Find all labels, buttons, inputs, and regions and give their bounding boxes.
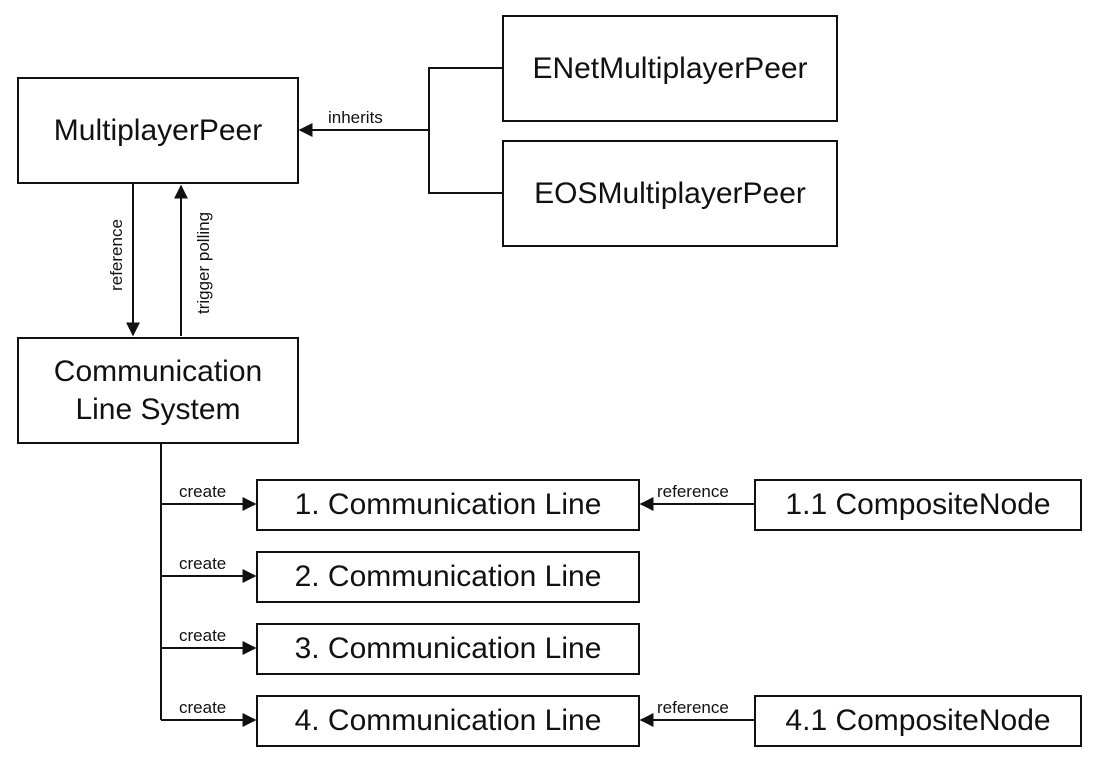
reference-label-1: reference <box>657 482 729 502</box>
enet-multiplayer-peer-node: ENetMultiplayerPeer <box>502 15 838 122</box>
communication-line-3-label: 3. Communication Line <box>294 632 602 665</box>
communication-line-system-label-2: Line System <box>75 392 241 426</box>
communication-line-2-label: 2. Communication Line <box>294 560 602 593</box>
composite-node-1-1-label: 1.1 CompositeNode <box>785 488 1051 521</box>
composite-node-4-1: 4.1 CompositeNode <box>754 695 1082 747</box>
trigger-polling-label: trigger polling <box>194 211 213 315</box>
communication-line-system-label-1: Communication <box>53 354 263 388</box>
reference-label-4: reference <box>657 698 729 718</box>
create-label-2: create <box>179 554 227 574</box>
composite-node-4-1-label: 4.1 CompositeNode <box>785 704 1051 737</box>
communication-line-1-node: 1. Communication Line <box>256 479 640 531</box>
multiplayer-peer-node: MultiplayerPeer <box>17 77 299 184</box>
enet-multiplayer-peer-label: ENetMultiplayerPeer <box>532 51 808 85</box>
communication-line-3-node: 3. Communication Line <box>256 623 640 675</box>
composite-node-1-1: 1.1 CompositeNode <box>754 479 1082 531</box>
reference-down-label: reference <box>107 219 126 291</box>
inherits-connector <box>428 67 502 194</box>
communication-line-4-label: 4. Communication Line <box>294 704 602 737</box>
eos-multiplayer-peer-label: EOSMultiplayerPeer <box>534 176 806 210</box>
multiplayer-peer-label: MultiplayerPeer <box>53 113 263 147</box>
create-label-4: create <box>179 698 227 718</box>
create-label-1: create <box>179 482 227 502</box>
communication-line-4-node: 4. Communication Line <box>256 695 640 747</box>
communication-line-system-node: Communication Line System <box>17 337 299 444</box>
eos-multiplayer-peer-node: EOSMultiplayerPeer <box>502 140 838 247</box>
communication-line-2-node: 2. Communication Line <box>256 551 640 603</box>
communication-line-1-label: 1. Communication Line <box>294 488 602 521</box>
inherits-label: inherits <box>328 108 383 128</box>
create-label-3: create <box>179 626 227 646</box>
